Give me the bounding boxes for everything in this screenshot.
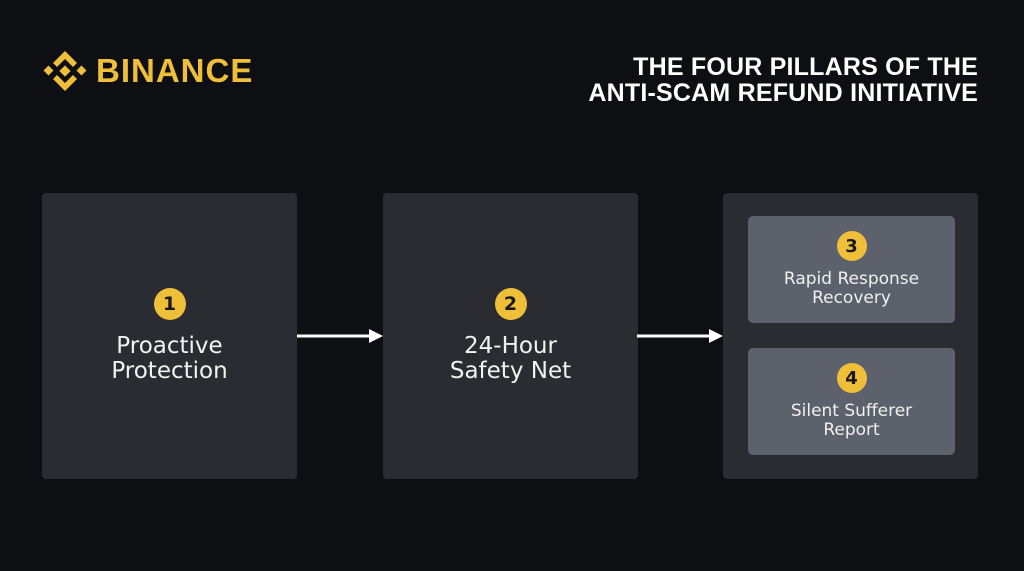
pillar-1-box: 1 Proactive Protection	[42, 193, 297, 479]
title-line-1: THE FOUR PILLARS OF THE	[633, 53, 978, 81]
binance-logo: BINANCE	[42, 48, 253, 94]
pillar-2-box: 2 24-Hour Safety Net	[383, 193, 638, 479]
pillar-label-line: Protection	[111, 358, 228, 384]
pillar-number-badge: 2	[494, 288, 527, 320]
pillar-label: Rapid Response Recovery	[784, 270, 919, 308]
title-line-2: ANTI-SCAM REFUND INITIATIVE	[588, 79, 978, 107]
arrow-right-icon	[637, 329, 723, 343]
pillar-label: 24-Hour Safety Net	[450, 334, 571, 384]
pillar-label-line: Safety Net	[449, 358, 572, 384]
pillar-3-card: 3 Rapid Response Recovery	[748, 216, 955, 323]
brand-name: BINANCE	[96, 52, 254, 89]
binance-diamond-icon	[43, 51, 87, 91]
pillar-4-card: 4 Silent Sufferer Report	[748, 348, 955, 455]
pillar-number-badge: 1	[153, 288, 186, 320]
pillar-label: Proactive Protection	[111, 334, 227, 384]
page-title: THE FOUR PILLARS OF THE ANTI-SCAM REFUND…	[588, 54, 978, 106]
pillar-label-line: 24-Hour	[464, 333, 557, 359]
pillar-label-line: Silent Sufferer	[790, 401, 913, 421]
pillar-group-box: 3 Rapid Response Recovery 4 Silent Suffe…	[723, 193, 978, 479]
pillar-label-line: Recovery	[812, 288, 891, 308]
arrow-right-icon	[297, 329, 383, 343]
pillar-number-badge: 4	[836, 363, 867, 393]
pillar-label-line: Rapid Response	[783, 269, 920, 289]
pillar-label: Silent Sufferer Report	[791, 402, 912, 440]
pillar-label-line: Report	[823, 420, 880, 440]
pillar-label-line: Proactive	[116, 333, 223, 359]
pillar-number-badge: 3	[836, 231, 867, 261]
